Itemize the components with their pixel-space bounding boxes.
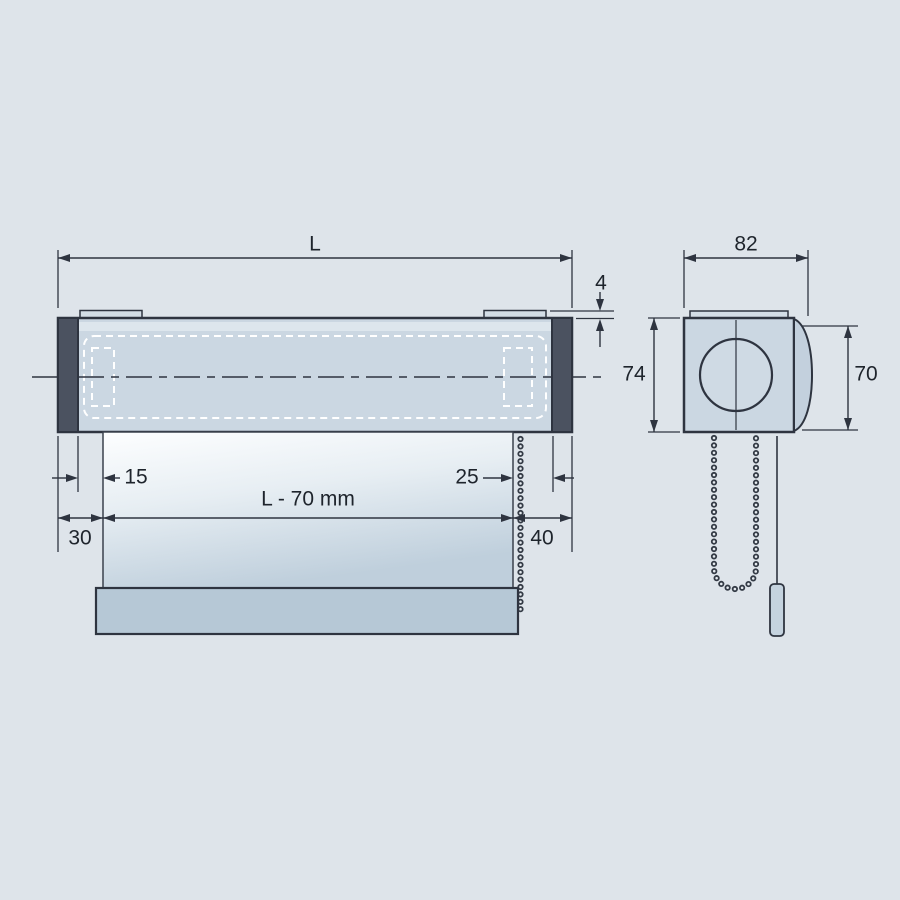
dimension-70: 70 <box>802 325 878 431</box>
bead-chain-loop-highlight <box>712 436 758 591</box>
dimension-40-label: 40 <box>530 527 553 550</box>
dimension-70-label: 70 <box>854 363 877 386</box>
inner-detail-dashed-right <box>503 347 533 407</box>
blind-fabric <box>102 431 514 589</box>
front-view: L 4 15 25 <box>32 233 614 636</box>
dimension-15-label: 15 <box>124 466 147 489</box>
dimension-25-label: 25 <box>455 466 478 489</box>
dimension-L-label: L <box>309 233 321 256</box>
dimension-fabric-width-label: L - 70 mm <box>261 488 355 511</box>
dimension-74-label: 74 <box>622 363 646 386</box>
cassette-end-cap-right <box>551 317 573 433</box>
cassette-top-highlight <box>62 322 568 331</box>
dimension-82-label: 82 <box>734 233 757 256</box>
dimension-4-label: 4 <box>595 272 607 295</box>
dimension-L: L <box>57 233 573 308</box>
dimension-30-label: 30 <box>68 527 91 550</box>
dimension-74: 74 <box>622 317 680 433</box>
cassette-front-cover <box>793 317 814 433</box>
bottom-bar <box>94 586 520 636</box>
dimension-15: 15 <box>52 436 148 492</box>
dimension-25: 25 <box>455 436 574 492</box>
dimension-row-bottom: L - 70 mm 30 40 <box>57 436 573 552</box>
side-view: 82 74 70 <box>622 233 878 637</box>
dimension-82: 82 <box>683 233 809 316</box>
cassette-end-cap-left <box>57 317 79 433</box>
dimension-4: 4 <box>550 272 614 347</box>
bead-chain-loop <box>710 434 760 593</box>
chain-weight <box>769 583 785 637</box>
